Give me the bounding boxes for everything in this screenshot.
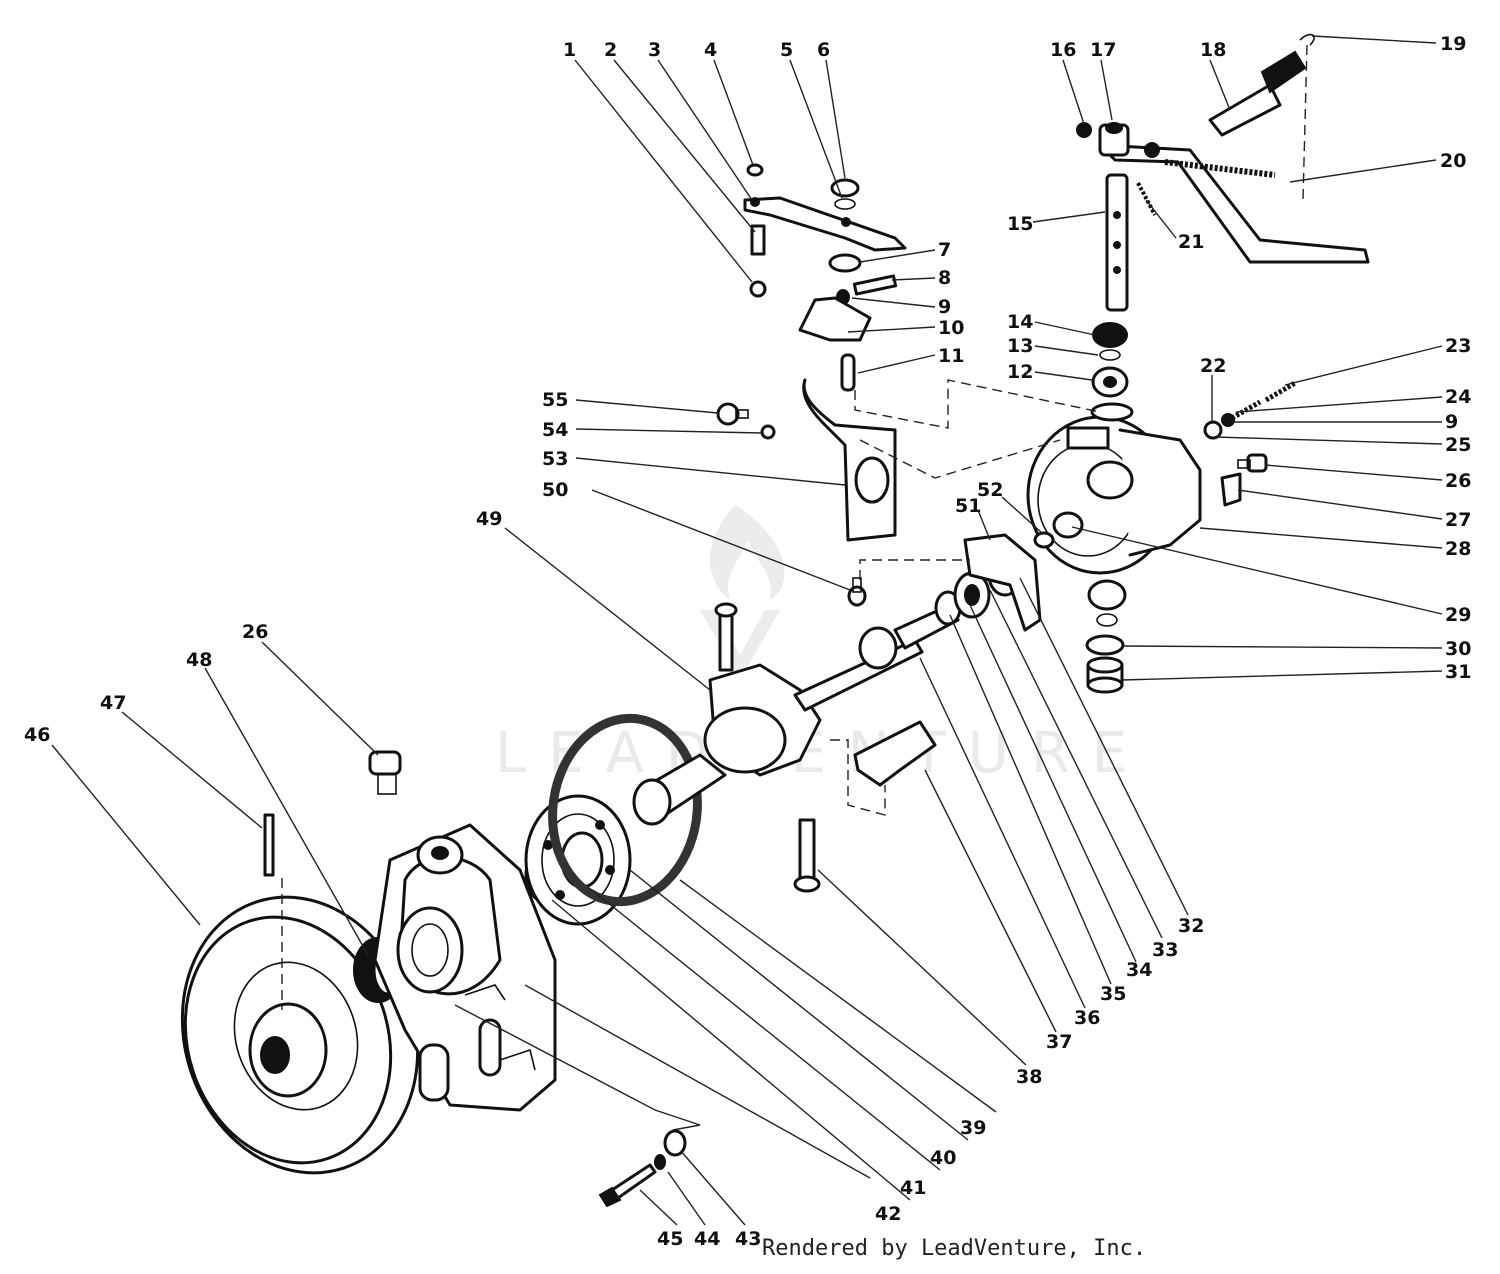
parts xyxy=(180,33,1370,1175)
callout-45: 45 xyxy=(657,1228,683,1250)
callout-labels: 1 2 3 4 5 6 7 8 9 10 11 12 13 14 15 16 1… xyxy=(24,33,1471,1250)
callout-16: 16 xyxy=(1050,39,1076,61)
gasket xyxy=(548,713,702,907)
callout-41: 41 xyxy=(900,1177,926,1199)
callout-31: 31 xyxy=(1445,661,1471,683)
callout-50: 50 xyxy=(542,479,568,501)
pinion-gear xyxy=(953,571,991,619)
callout-37: 37 xyxy=(1046,1031,1072,1053)
callout-22: 22 xyxy=(1200,355,1226,377)
callout-44: 44 xyxy=(694,1228,720,1250)
mounting-bracket xyxy=(802,378,897,542)
watermark-flame-icon xyxy=(710,505,785,600)
clip-plate xyxy=(853,720,937,787)
shift-bracket xyxy=(963,533,1042,632)
render-credit: Rendered by LeadVenture, Inc. xyxy=(762,1236,1147,1261)
roll-pin xyxy=(1033,531,1055,549)
callout-43: 43 xyxy=(735,1228,761,1250)
callout-23: 23 xyxy=(1445,335,1471,357)
shift-lever xyxy=(1076,33,1370,264)
callout-34: 34 xyxy=(1126,959,1152,981)
callout-4: 4 xyxy=(704,39,717,61)
callout-49: 49 xyxy=(476,508,502,530)
output-shaft xyxy=(632,753,727,826)
callout-53: 53 xyxy=(542,448,568,470)
callout-24: 24 xyxy=(1445,386,1471,408)
gear-housing xyxy=(1026,415,1202,575)
set-screw xyxy=(847,577,867,607)
callout-3: 3 xyxy=(648,39,661,61)
callout-25: 25 xyxy=(1445,434,1471,456)
callout-5: 5 xyxy=(780,39,793,61)
callout-21: 21 xyxy=(1178,231,1204,253)
callout-27: 27 xyxy=(1445,509,1471,531)
bracket-bolt xyxy=(793,818,821,893)
callout-9-upper: 9 xyxy=(938,296,951,318)
shift-shaft xyxy=(1090,173,1134,422)
shift-linkage xyxy=(743,163,907,392)
callout-38: 38 xyxy=(1016,1066,1042,1088)
plug-right xyxy=(1237,453,1268,473)
callout-18: 18 xyxy=(1200,39,1226,61)
hardware-bolt-set xyxy=(598,1129,687,1208)
callout-15: 15 xyxy=(1007,213,1033,235)
key xyxy=(263,813,275,877)
callout-29: 29 xyxy=(1445,604,1471,626)
callout-13: 13 xyxy=(1007,335,1033,357)
detent-nut xyxy=(1221,413,1235,427)
callout-40: 40 xyxy=(930,1147,956,1169)
plug-left xyxy=(368,750,402,795)
callout-32: 32 xyxy=(1178,915,1204,937)
callout-17: 17 xyxy=(1090,39,1116,61)
callout-26-right: 26 xyxy=(1445,470,1471,492)
callout-54: 54 xyxy=(542,419,568,441)
callout-20: 20 xyxy=(1440,150,1466,172)
callout-33: 33 xyxy=(1152,939,1178,961)
callout-1: 1 xyxy=(563,39,576,61)
bearing-bracket xyxy=(703,602,822,777)
callout-9-right: 9 xyxy=(1445,411,1458,433)
callout-48: 48 xyxy=(186,649,212,671)
callout-42: 42 xyxy=(875,1203,901,1225)
lower-bearing-stack xyxy=(1085,579,1127,694)
callout-12: 12 xyxy=(1007,361,1033,383)
callout-19: 19 xyxy=(1440,33,1466,55)
callout-14: 14 xyxy=(1007,311,1033,333)
callout-47: 47 xyxy=(100,692,126,714)
callout-8: 8 xyxy=(938,267,951,289)
bracket-screw xyxy=(716,402,749,426)
callout-10: 10 xyxy=(938,317,964,339)
leader-lines xyxy=(51,35,1443,1226)
callout-52: 52 xyxy=(977,479,1003,501)
housing-cover xyxy=(373,823,557,1112)
callout-35: 35 xyxy=(1100,983,1126,1005)
detent-spring xyxy=(1230,380,1297,421)
callout-26-left: 26 xyxy=(242,621,268,643)
callout-51: 51 xyxy=(955,495,981,517)
callout-46: 46 xyxy=(24,724,50,746)
callout-39: 39 xyxy=(960,1117,986,1139)
callout-28: 28 xyxy=(1445,538,1471,560)
ball xyxy=(1203,420,1223,440)
callout-30: 30 xyxy=(1445,638,1471,660)
callout-55: 55 xyxy=(542,389,568,411)
callout-36: 36 xyxy=(1074,1007,1100,1029)
callout-7: 7 xyxy=(938,239,951,261)
bracket-washer xyxy=(760,424,776,440)
callout-2: 2 xyxy=(604,39,617,61)
callout-11: 11 xyxy=(938,345,964,367)
callout-6: 6 xyxy=(817,39,830,61)
mounting-tab xyxy=(1220,472,1242,507)
axle xyxy=(793,603,960,712)
